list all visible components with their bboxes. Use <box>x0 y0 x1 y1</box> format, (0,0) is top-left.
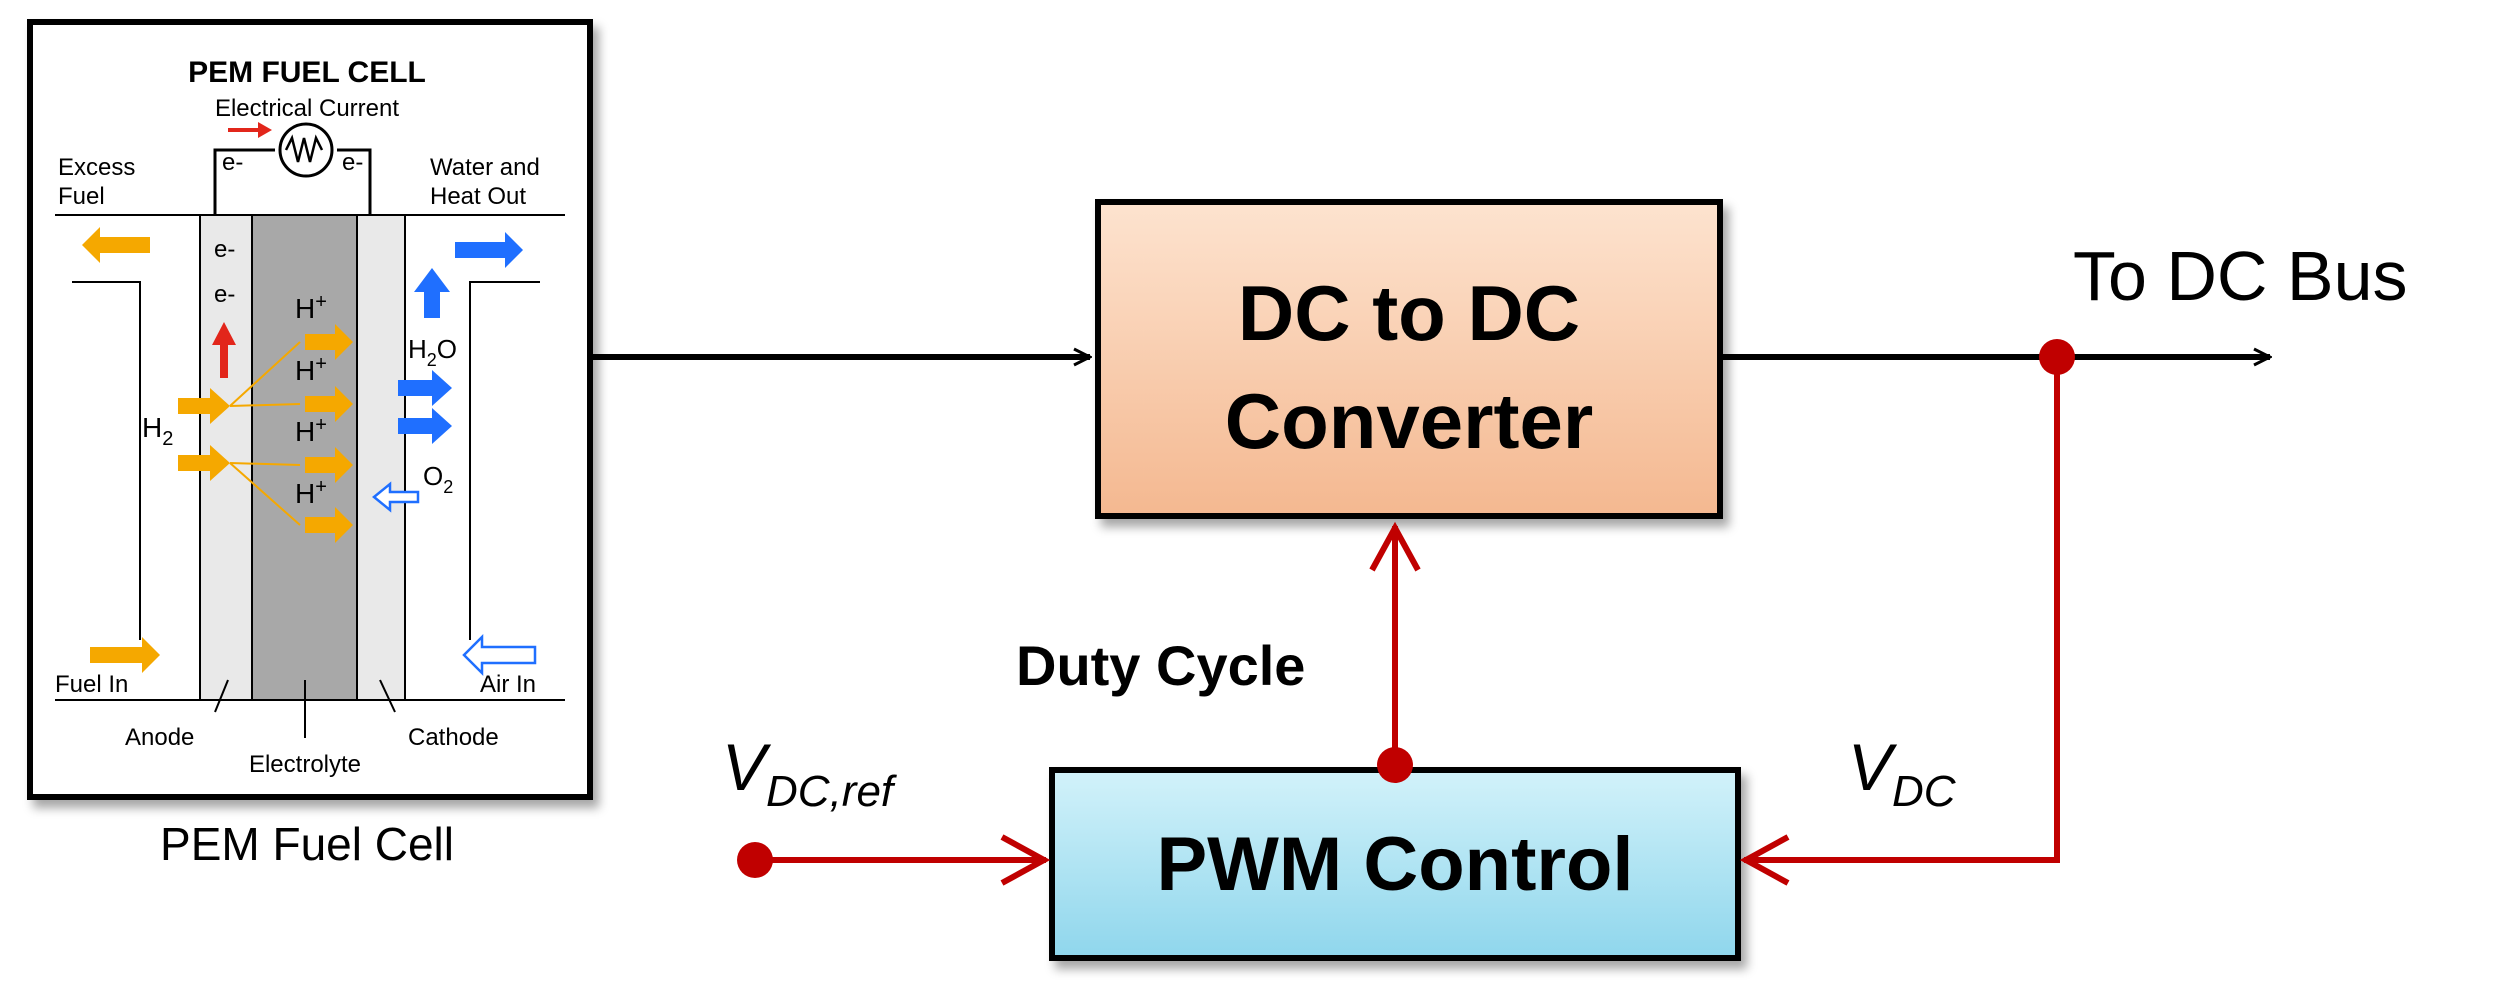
water-heat-label-2: Heat Out <box>430 183 526 210</box>
cathode-label: Cathode <box>408 724 499 751</box>
duty-cycle-arrowhead-icon <box>1369 521 1421 572</box>
vdc-arrowhead-icon <box>1739 834 1790 886</box>
dc-bus-label: To DC Bus <box>2073 237 2408 315</box>
proton-label-3: H+ <box>295 414 327 447</box>
water-arrow-icon-2 <box>398 408 452 444</box>
pwm-control-label: PWM Control <box>1156 822 1633 907</box>
proton-path-lines <box>229 341 301 526</box>
proton-label-1: H+ <box>295 291 327 324</box>
water-label: H2O <box>408 334 457 370</box>
cathode-leader-line <box>379 679 396 713</box>
proton-group: H+ H+ H+ H+ <box>295 291 353 543</box>
electron-label-anode-1: e- <box>214 236 235 263</box>
water-out-arrow-icon <box>455 232 523 268</box>
electrolyte-label: Electrolyte <box>249 751 361 778</box>
water-arrow-icon-1 <box>398 370 452 406</box>
proton-label-4: H+ <box>295 476 327 509</box>
proton-arrow-icon-1 <box>305 324 353 360</box>
water-heat-label-1: Water and <box>430 154 540 181</box>
vref-label: VDC,ref <box>722 730 898 816</box>
cathode-layer <box>356 214 406 701</box>
resistor-zigzag-icon <box>284 134 324 163</box>
feedback-signals <box>737 339 2075 886</box>
hydrogen-arrow-icon-2 <box>178 445 230 481</box>
electron-label-anode-2: e- <box>214 281 235 308</box>
fuel-cell-title: PEM FUEL CELL <box>188 56 426 89</box>
electron-up-arrow-icon <box>212 322 236 378</box>
fuel-in-label: Fuel In <box>55 671 128 698</box>
vdc-feedback-line <box>1744 357 2060 863</box>
electrical-current-label: Electrical Current <box>215 95 399 122</box>
proton-arrow-icon-4 <box>305 507 353 543</box>
fuel-cell-caption: PEM Fuel Cell <box>160 818 454 870</box>
oxygen-label: O2 <box>423 461 453 497</box>
converter-label-line2: Converter <box>1225 377 1593 465</box>
air-in-arrow-icon <box>462 633 537 677</box>
anode-label: Anode <box>125 724 194 751</box>
excess-fuel-arrow-icon <box>82 227 150 263</box>
proton-arrow-icon-2 <box>305 386 353 422</box>
converter-label-line1: DC to DC <box>1238 269 1580 357</box>
fuel-cell-panel: PEM FUEL CELL Electrical Current e- e- E… <box>27 19 593 800</box>
dc-dc-converter-block <box>1095 199 1723 519</box>
water-up-arrow-icon <box>414 268 450 318</box>
fuel-in-arrow-icon <box>90 637 160 673</box>
proton-arrow-icon-3 <box>305 447 353 483</box>
electron-label-right: e- <box>342 149 363 176</box>
cathode-channel-wall <box>469 281 540 640</box>
excess-fuel-label-1: Excess <box>58 154 135 181</box>
excess-fuel-label-2: Fuel <box>58 183 105 210</box>
hydrogen-label: H2 <box>142 412 173 450</box>
hydrogen-arrow-icon-1 <box>178 388 230 424</box>
anode-leader-line <box>214 679 229 713</box>
anode-channel-wall <box>72 281 141 640</box>
vref-arrowhead-icon <box>1000 834 1051 886</box>
duty-cycle-label: Duty Cycle <box>1016 634 1305 697</box>
vdc-label: VDC <box>1848 730 1957 816</box>
electron-label-left: e- <box>222 149 243 176</box>
air-in-label: Air In <box>480 671 536 698</box>
oxygen-arrow-icon <box>372 481 420 513</box>
duty-cycle-node <box>1377 747 1413 783</box>
proton-label-2: H+ <box>295 353 327 386</box>
current-arrow-icon <box>258 122 272 138</box>
